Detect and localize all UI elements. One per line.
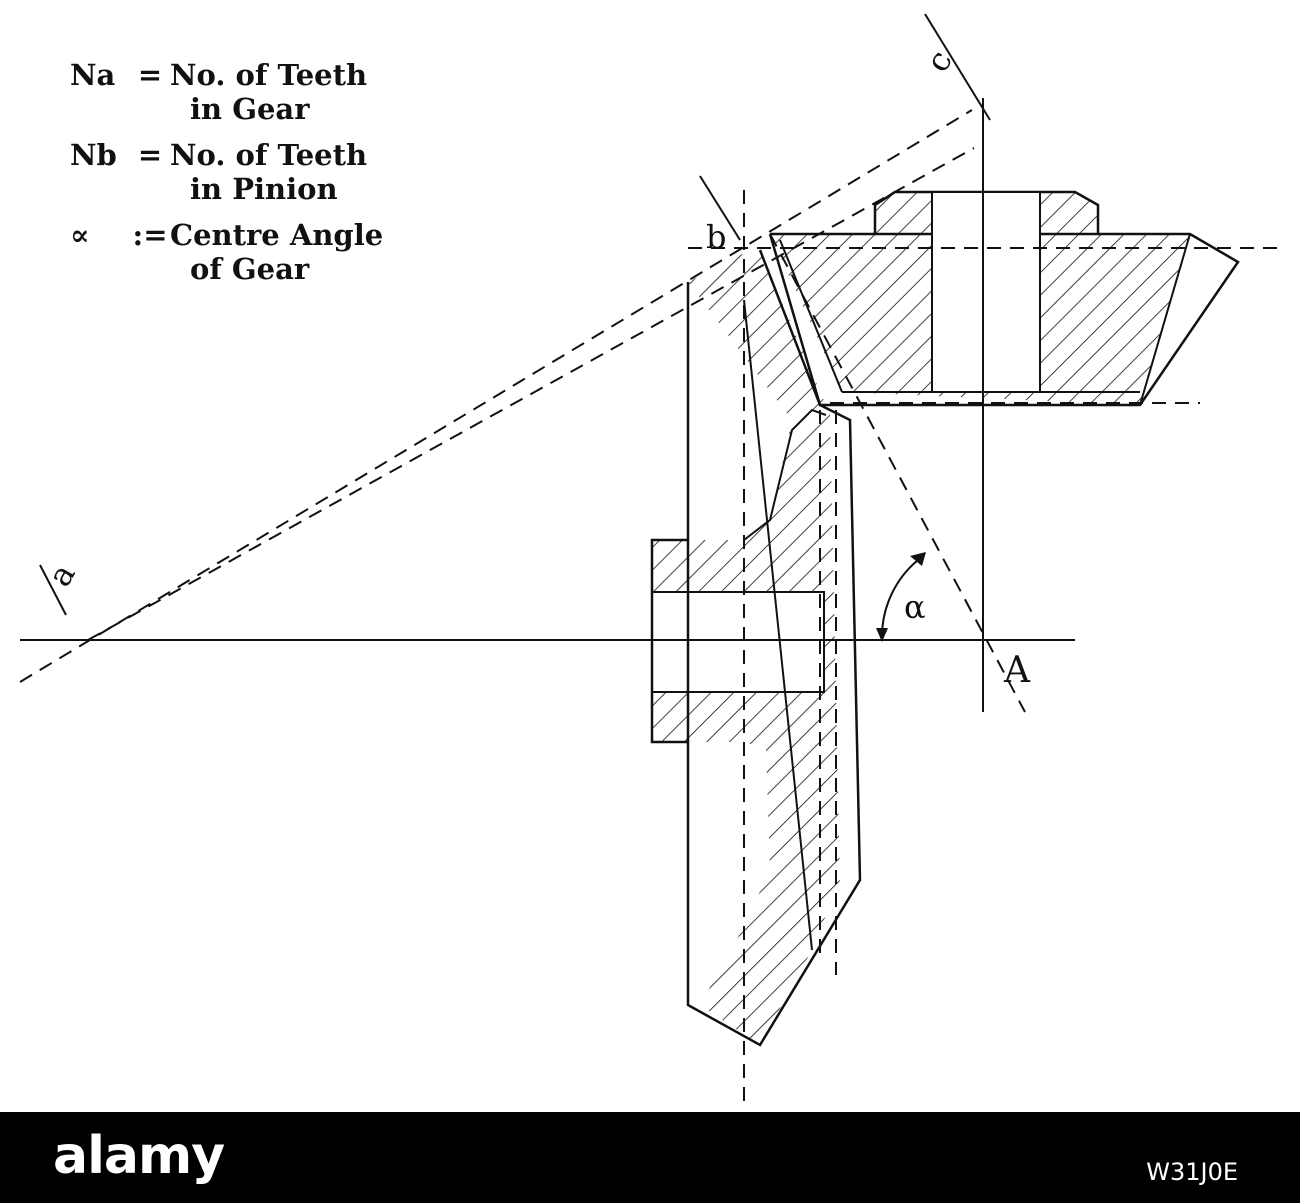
legend-text: in Pinion — [190, 172, 338, 206]
construction-lines — [19, 109, 1285, 1105]
label-angle-alpha: α — [904, 588, 926, 626]
pinion-web — [743, 408, 827, 541]
angle-alpha-arrowhead-2 — [910, 552, 926, 566]
dimension-ticks — [39, 13, 991, 616]
legend-equals: := — [132, 218, 168, 252]
watermark-footer: alamy W31J0E — [0, 1112, 1300, 1203]
bevel-gear-diagram — [19, 13, 1285, 1105]
angle-alpha-arrowhead-1 — [876, 628, 888, 642]
legend-row-na: Na =No. of Teeth — [70, 58, 383, 92]
gear-face-line — [1139, 233, 1191, 406]
legend-row-nb: Nb =No. of Teeth — [70, 138, 383, 172]
legend: Na=No. of Teeth in Gear Nb=No. of Teeth … — [70, 58, 383, 286]
legend-text: in Gear — [190, 92, 310, 126]
legend-text: No. of Teeth — [170, 138, 368, 172]
alamy-logo: alamy — [53, 1126, 225, 1186]
pinion-inner-line — [743, 299, 813, 951]
legend-equals: = — [137, 138, 163, 172]
gear-inner-line — [779, 239, 843, 393]
legend-equals: = — [137, 58, 163, 92]
stock-image-id: W31J0E — [1146, 1158, 1238, 1186]
label-point-a: A — [1004, 650, 1030, 691]
legend-text: No. of Teeth — [170, 58, 368, 92]
legend-text: of Gear — [190, 252, 310, 286]
legend-symbol: ∝ — [70, 218, 90, 252]
legend-text: Centre Angle — [170, 218, 384, 252]
diagram-stage: Na=No. of Teeth in Gear Nb=No. of Teeth … — [19, 13, 1285, 1105]
pinion-bore — [651, 591, 825, 693]
label-point-b: b — [706, 218, 727, 256]
gear-bore — [931, 191, 1041, 393]
legend-symbol: Na — [70, 58, 116, 92]
legend-symbol: Nb — [70, 138, 117, 172]
legend-row-alpha: ∝ :=Centre Angle — [70, 218, 383, 252]
